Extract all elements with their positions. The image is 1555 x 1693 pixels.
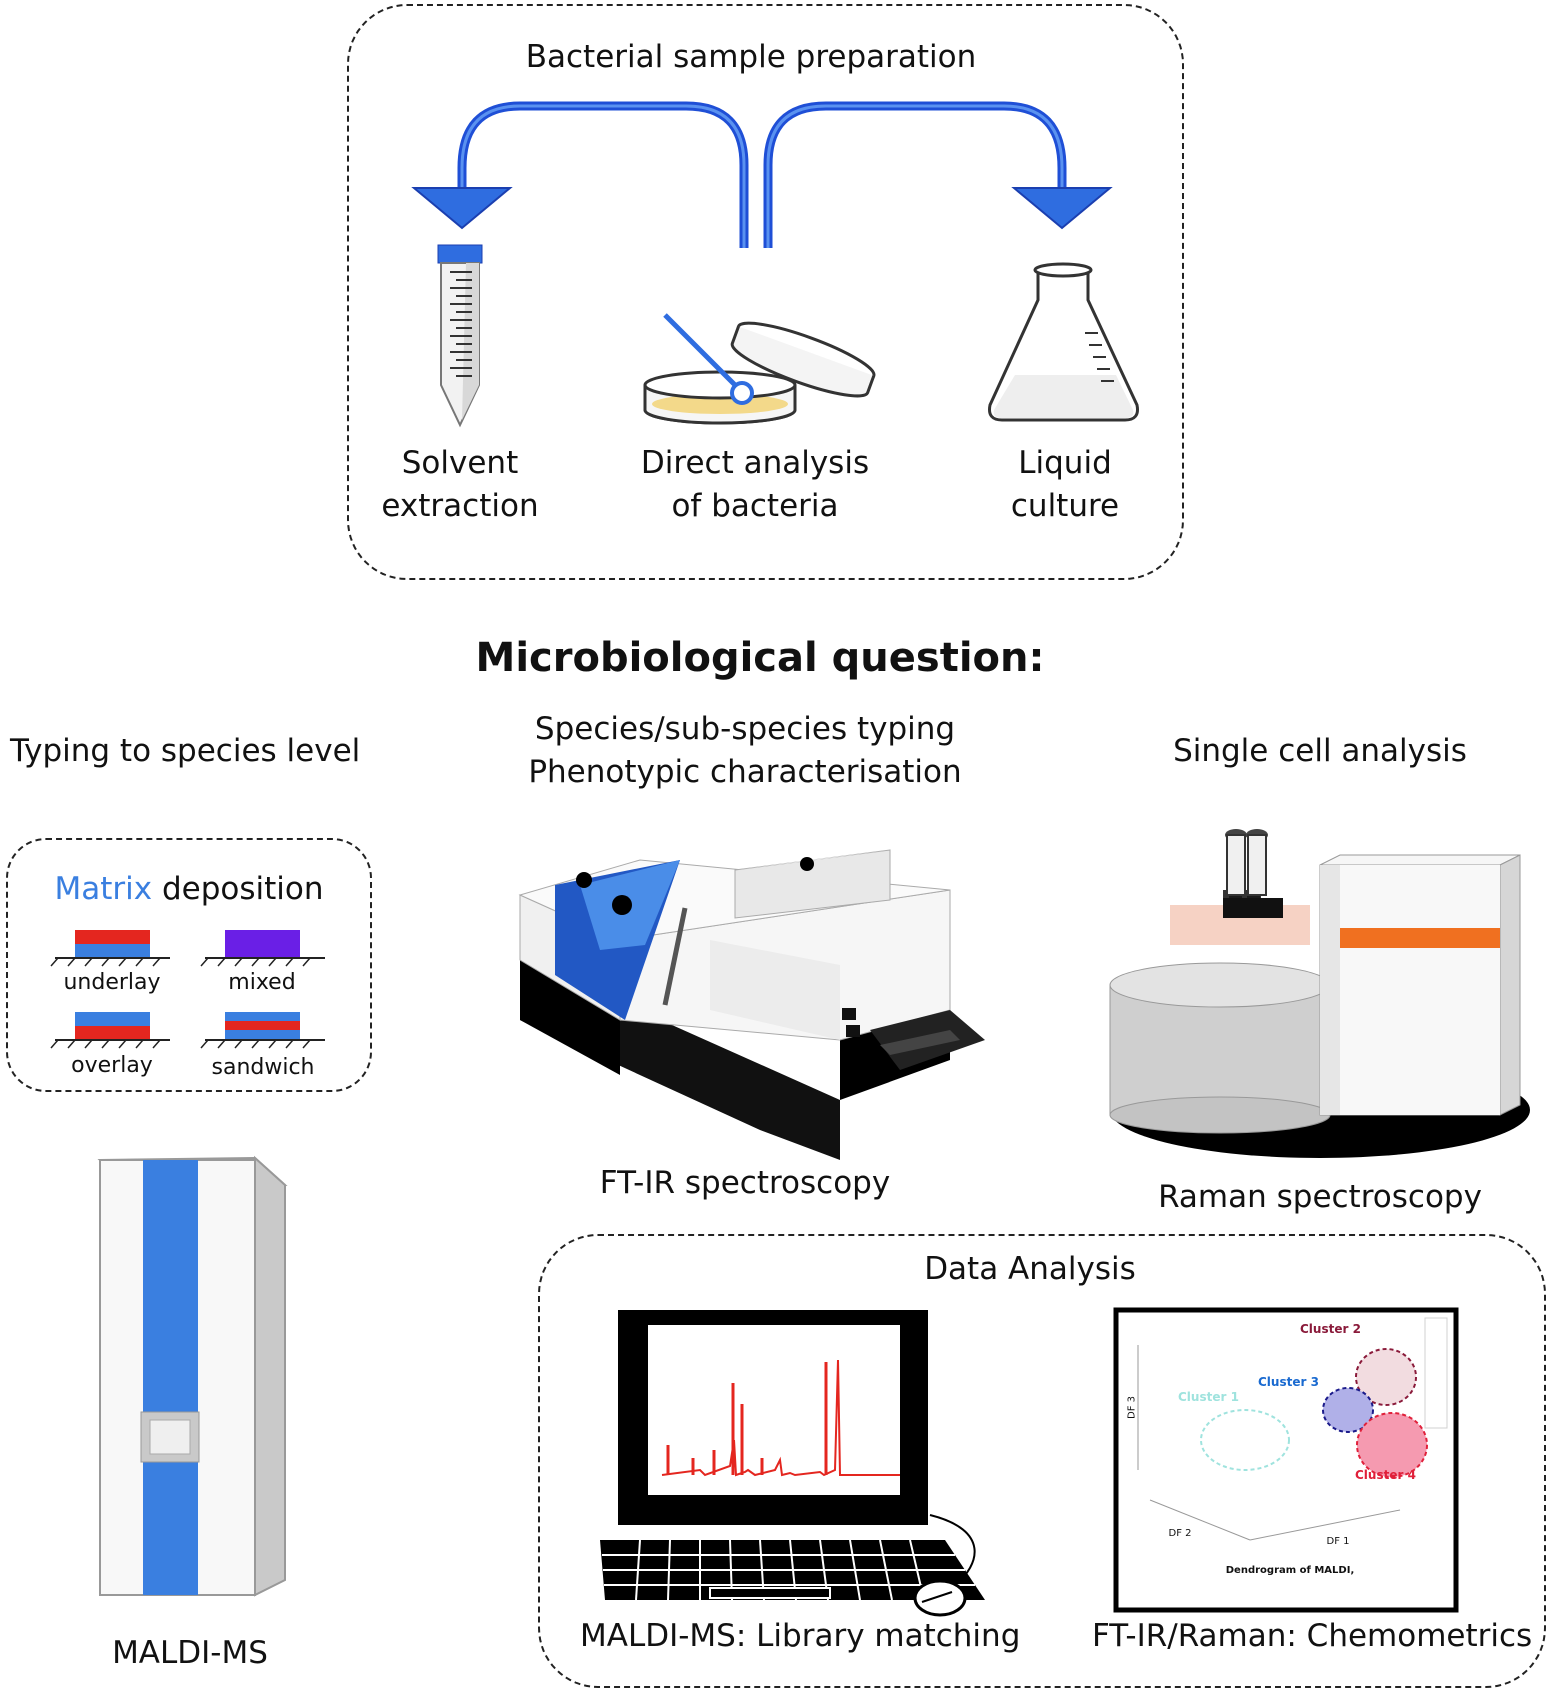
split-arrows-icon xyxy=(411,101,1113,248)
cluster4-label: Cluster 4 xyxy=(1355,1468,1416,1482)
matrix-deposition-box xyxy=(6,838,372,1092)
plot-caption: Dendrogram of MALDI, xyxy=(1225,1565,1355,1576)
species-typing-line2: Phenotypic characterisation xyxy=(528,754,962,790)
matrix-diagrams xyxy=(50,930,325,1049)
cluster3-label: Cluster 3 xyxy=(1258,1375,1319,1389)
direct-line1: Direct analysis xyxy=(640,445,870,481)
falcon-tube-icon xyxy=(437,244,483,428)
underlay-diagram xyxy=(50,930,170,967)
chemometrics-caption: FT-IR/Raman: Chemometrics xyxy=(1092,1618,1533,1654)
solvent-line1: Solvent xyxy=(401,445,519,481)
typing-species-label: Typing to species level xyxy=(10,733,361,769)
deposition-word: deposition xyxy=(152,871,324,907)
solvent-line2: extraction xyxy=(381,488,539,524)
sandwich-diagram xyxy=(200,1012,325,1049)
chemometrics-plot-icon xyxy=(1113,1307,1459,1613)
spectrum-line xyxy=(661,1359,900,1477)
liquid-line1: Liquid xyxy=(1018,445,1112,481)
df1-axis-label: DF 1 xyxy=(1326,1536,1350,1547)
data-analysis-title: Data Analysis xyxy=(924,1251,1136,1287)
ftir-label: FT-IR spectroscopy xyxy=(599,1165,891,1201)
underlay-label: underlay xyxy=(63,970,161,995)
solvent-extraction-label: Solvent extraction xyxy=(360,442,560,528)
computer-icon xyxy=(600,1310,985,1617)
direct-line2: of bacteria xyxy=(671,488,839,524)
ftir-instrument-icon xyxy=(518,849,985,1160)
library-matching-caption: MALDI-MS: Library matching xyxy=(580,1618,1021,1654)
data-analysis-box xyxy=(538,1234,1546,1688)
flask-icon xyxy=(988,262,1139,422)
petri-dish-icon xyxy=(643,313,876,425)
matrix-word: Matrix xyxy=(54,871,153,907)
df2-axis-label: DF 2 xyxy=(1168,1528,1192,1539)
liquid-line2: culture xyxy=(1010,488,1120,524)
cluster2-label: Cluster 2 xyxy=(1300,1322,1361,1336)
overlay-diagram xyxy=(50,1012,170,1049)
df3-axis-label: DF 3 xyxy=(1126,1396,1138,1419)
sample-prep-title: Bacterial sample preparation xyxy=(525,39,977,75)
species-typing-line1: Species/sub-species typing xyxy=(534,711,956,747)
mixed-label: mixed xyxy=(228,970,296,995)
species-typing-label: Species/sub-species typing Phenotypic ch… xyxy=(520,708,970,794)
maldi-ms-label: MALDI-MS xyxy=(112,1635,268,1671)
sample-prep-box xyxy=(347,4,1184,580)
maldi-ms-instrument-icon xyxy=(97,1155,288,1597)
mixed-diagram xyxy=(200,930,325,967)
direct-analysis-label: Direct analysis of bacteria xyxy=(630,442,880,528)
cluster1-label: Cluster 1 xyxy=(1178,1390,1239,1404)
matrix-deposition-title: Matrix deposition xyxy=(6,868,372,911)
liquid-culture-label: Liquid culture xyxy=(980,442,1150,528)
single-cell-label: Single cell analysis xyxy=(1173,733,1467,769)
overlay-label: overlay xyxy=(71,1053,153,1078)
raman-label: Raman spectroscopy xyxy=(1158,1179,1482,1215)
sandwich-label: sandwich xyxy=(211,1055,315,1080)
question-title: Microbiological question: xyxy=(475,635,1045,681)
raman-instrument-icon xyxy=(1109,829,1530,1158)
